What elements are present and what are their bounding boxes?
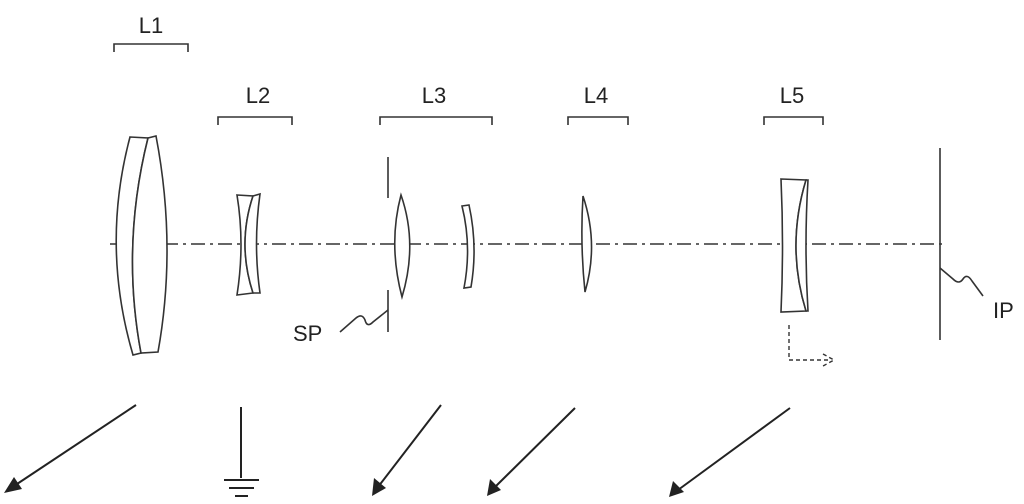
arrow-l5-head	[669, 481, 684, 497]
arrow-l3	[377, 404, 442, 488]
group-l4: L4	[567, 83, 629, 293]
stop-leader	[339, 309, 389, 333]
arrow-l4	[493, 407, 576, 489]
lens-l2-b	[244, 192, 261, 294]
arrow-l1-head	[4, 477, 22, 493]
group-l1: L1	[113, 13, 189, 356]
group-l2: L2	[217, 83, 293, 296]
focus-movement-path	[788, 325, 831, 361]
movement-arrows	[4, 404, 791, 497]
bracket-l2	[217, 116, 293, 125]
image-plane-leader	[939, 267, 984, 297]
arrow-l5	[677, 407, 791, 491]
label-l3: L3	[422, 83, 446, 108]
lens-l5-b	[795, 179, 809, 312]
bracket-l4	[567, 116, 629, 125]
stop-label: SP	[293, 321, 322, 346]
label-l1: L1	[139, 13, 163, 38]
lens-l3-a	[393, 192, 411, 300]
bracket-l5	[763, 116, 824, 125]
lens-l3-b	[461, 204, 475, 289]
bracket-l1	[113, 43, 189, 52]
label-l2: L2	[246, 83, 270, 108]
image-plane-label: IP	[993, 298, 1014, 323]
arrow-l1	[13, 404, 137, 487]
group-l3: L3	[379, 83, 493, 332]
bracket-l3	[379, 116, 493, 125]
label-l5: L5	[780, 83, 804, 108]
ground-symbol-l2	[224, 407, 259, 497]
lens-l4	[581, 195, 593, 293]
group-l5: L5	[763, 83, 836, 367]
arrow-l3-head	[372, 478, 386, 496]
arrow-l4-head	[487, 479, 501, 496]
lens-l1-rear	[131, 135, 168, 354]
label-l4: L4	[584, 83, 608, 108]
